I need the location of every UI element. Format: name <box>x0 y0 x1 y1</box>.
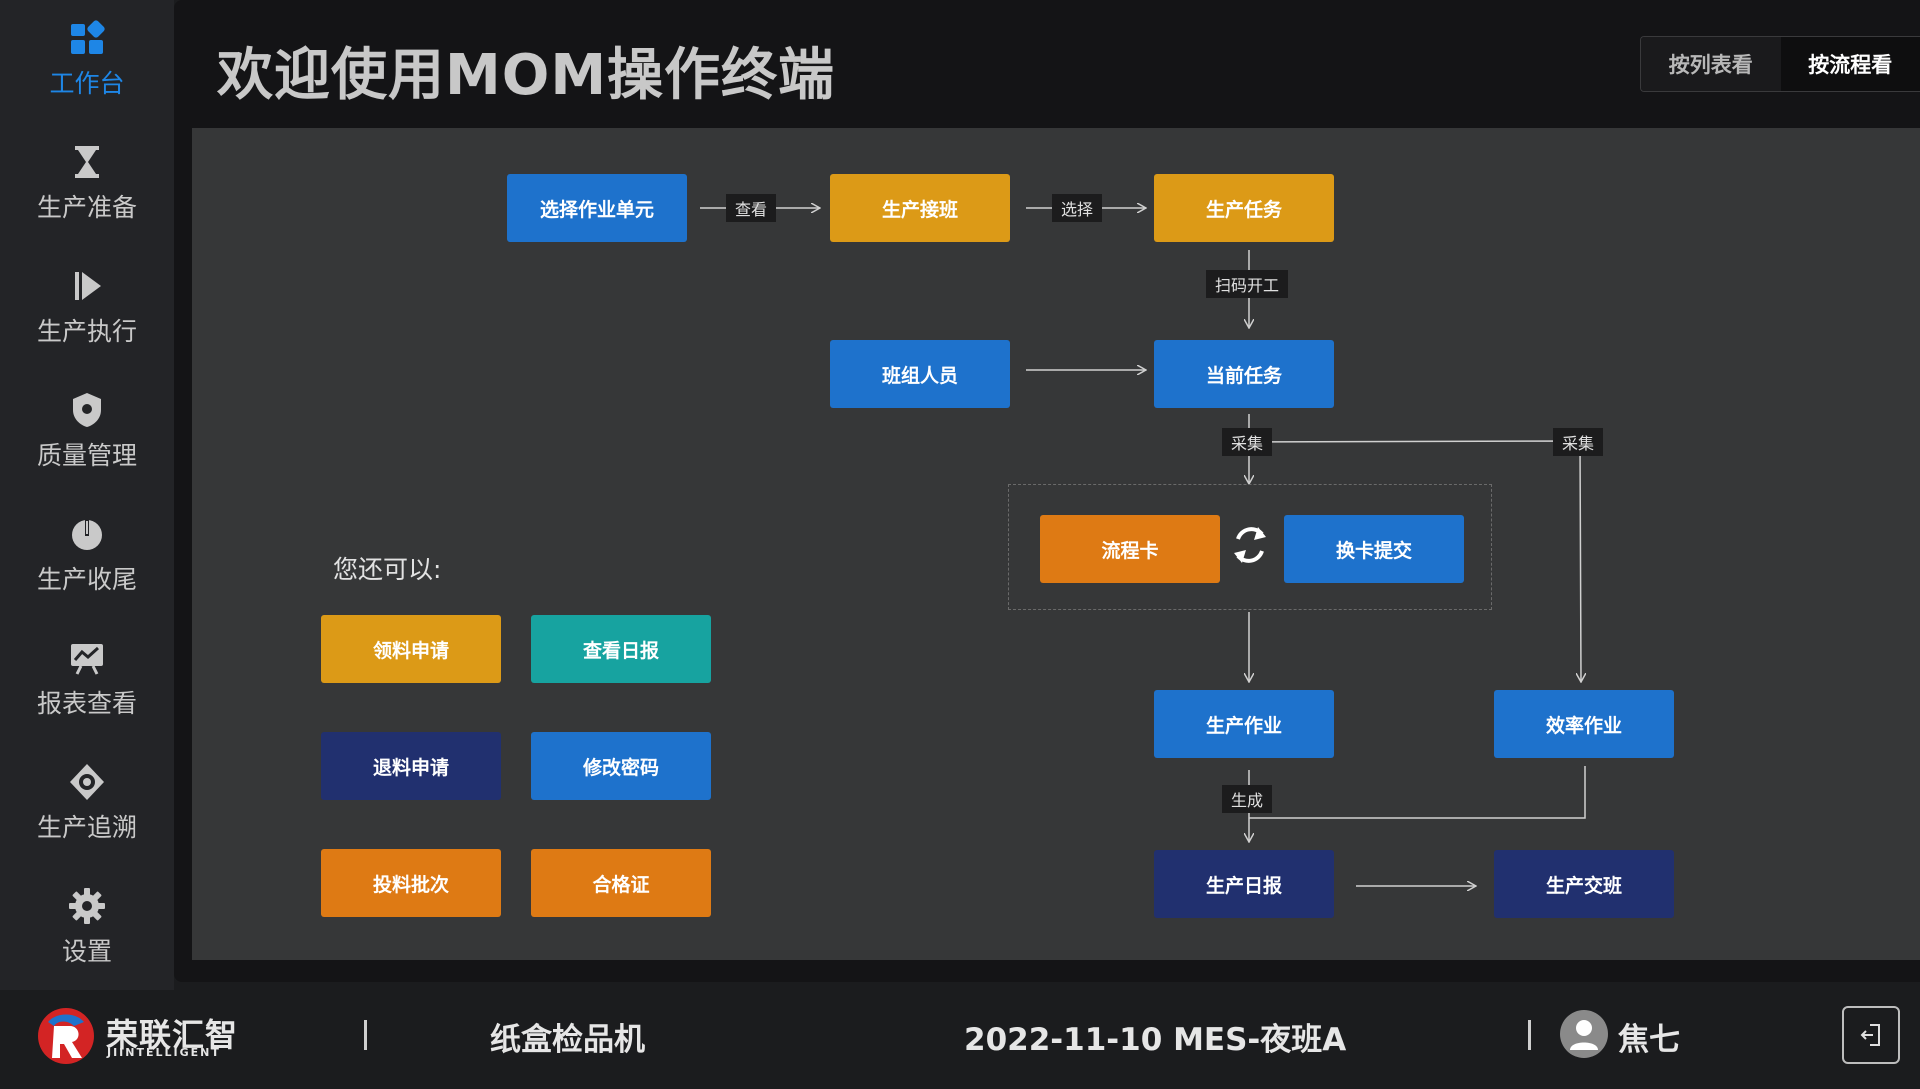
nav-item-reports[interactable]: 报表查看 <box>0 624 174 734</box>
machine-name: 纸盒检品机 <box>490 1022 645 1058</box>
also-title: 您还可以: <box>333 555 442 584</box>
change-password-button[interactable]: 修改密码 <box>531 732 711 800</box>
edge-label-scan-start: 扫码开工 <box>1206 270 1289 298</box>
company-name: 荣联汇智 <box>106 1016 239 1054</box>
nav-item-production-exec[interactable]: 生产执行 <box>0 252 174 362</box>
nav-label: 生产追溯 <box>36 813 137 842</box>
nav-label: 报表查看 <box>36 689 137 718</box>
node-card-submit[interactable]: 换卡提交 <box>1284 515 1464 583</box>
page-title: 欢迎使用MOM操作终端 <box>217 43 836 108</box>
nav-item-quality[interactable]: 质量管理 <box>0 376 174 486</box>
nav-label: 质量管理 <box>36 441 137 470</box>
user-icon <box>1570 1020 1598 1050</box>
edge-label-select: 选择 <box>1052 194 1103 222</box>
card-switch-group <box>1008 484 1492 610</box>
node-production-op[interactable]: 生产作业 <box>1154 690 1334 758</box>
certificate-button[interactable]: 合格证 <box>531 849 711 917</box>
hourglass-icon <box>75 146 99 178</box>
node-shift-receive[interactable]: 生产接班 <box>830 174 1010 242</box>
nav-label: 设置 <box>61 937 112 966</box>
return-request-button[interactable]: 退料申请 <box>321 732 501 800</box>
view-toggle: 按列表看 按流程看 <box>1640 36 1920 92</box>
nav-label: 工作台 <box>49 69 125 98</box>
logout-icon <box>1860 1024 1880 1046</box>
logout-button[interactable] <box>1842 1006 1900 1064</box>
shield-icon <box>73 393 101 427</box>
node-daily-report[interactable]: 生产日报 <box>1154 850 1334 918</box>
play-icon <box>75 272 101 300</box>
node-flow-card[interactable]: 流程卡 <box>1040 515 1220 583</box>
edge-label-collect: 采集 <box>1553 428 1604 456</box>
node-production-task[interactable]: 生产任务 <box>1154 174 1334 242</box>
nav-label: 生产收尾 <box>36 565 137 594</box>
node-efficiency-op[interactable]: 效率作业 <box>1494 690 1674 758</box>
power-icon <box>72 518 102 550</box>
node-team-member[interactable]: 班组人员 <box>830 340 1010 408</box>
nav-item-settings[interactable]: 设置 <box>0 872 174 982</box>
nav-item-trace[interactable]: 生产追溯 <box>0 748 174 858</box>
user-name: 焦七 <box>1618 1022 1680 1058</box>
nav-label: 生产准备 <box>36 193 137 222</box>
trace-icon <box>70 764 104 800</box>
node-select-unit[interactable]: 选择作业单元 <box>507 174 687 242</box>
gear-icon <box>69 888 105 924</box>
company-name-en: JIINTELLIGENT <box>107 1046 221 1059</box>
sidebar: 工作台 生产准备 生产执行 质量管理 生产收尾 <box>0 0 174 990</box>
chart-board-icon <box>71 644 103 675</box>
avatar[interactable] <box>1560 1010 1608 1058</box>
nav-label: 生产执行 <box>36 317 137 346</box>
edge-label-generate: 生成 <box>1222 785 1273 813</box>
node-shift-handover[interactable]: 生产交班 <box>1494 850 1674 918</box>
view-flow-button[interactable]: 按流程看 <box>1780 37 1920 91</box>
dashboard-icon <box>71 20 105 54</box>
view-list-button[interactable]: 按列表看 <box>1641 37 1781 91</box>
nav-item-wrap-up[interactable]: 生产收尾 <box>0 500 174 610</box>
nav-item-workbench[interactable]: 工作台 <box>0 4 174 114</box>
shift-info: 2022-11-10 MES-夜班A <box>964 1022 1347 1058</box>
node-current-task[interactable]: 当前任务 <box>1154 340 1334 408</box>
edge-label-view: 查看 <box>726 194 777 222</box>
nav-item-production-prep[interactable]: 生产准备 <box>0 128 174 238</box>
footer-divider <box>1528 1020 1531 1050</box>
company-logo-icon <box>38 1008 94 1064</box>
material-request-button[interactable]: 领料申请 <box>321 615 501 683</box>
footer-divider <box>364 1020 367 1050</box>
edge-label-collect: 采集 <box>1222 428 1273 456</box>
view-daily-button[interactable]: 查看日报 <box>531 615 711 683</box>
feed-batch-button[interactable]: 投料批次 <box>321 849 501 917</box>
